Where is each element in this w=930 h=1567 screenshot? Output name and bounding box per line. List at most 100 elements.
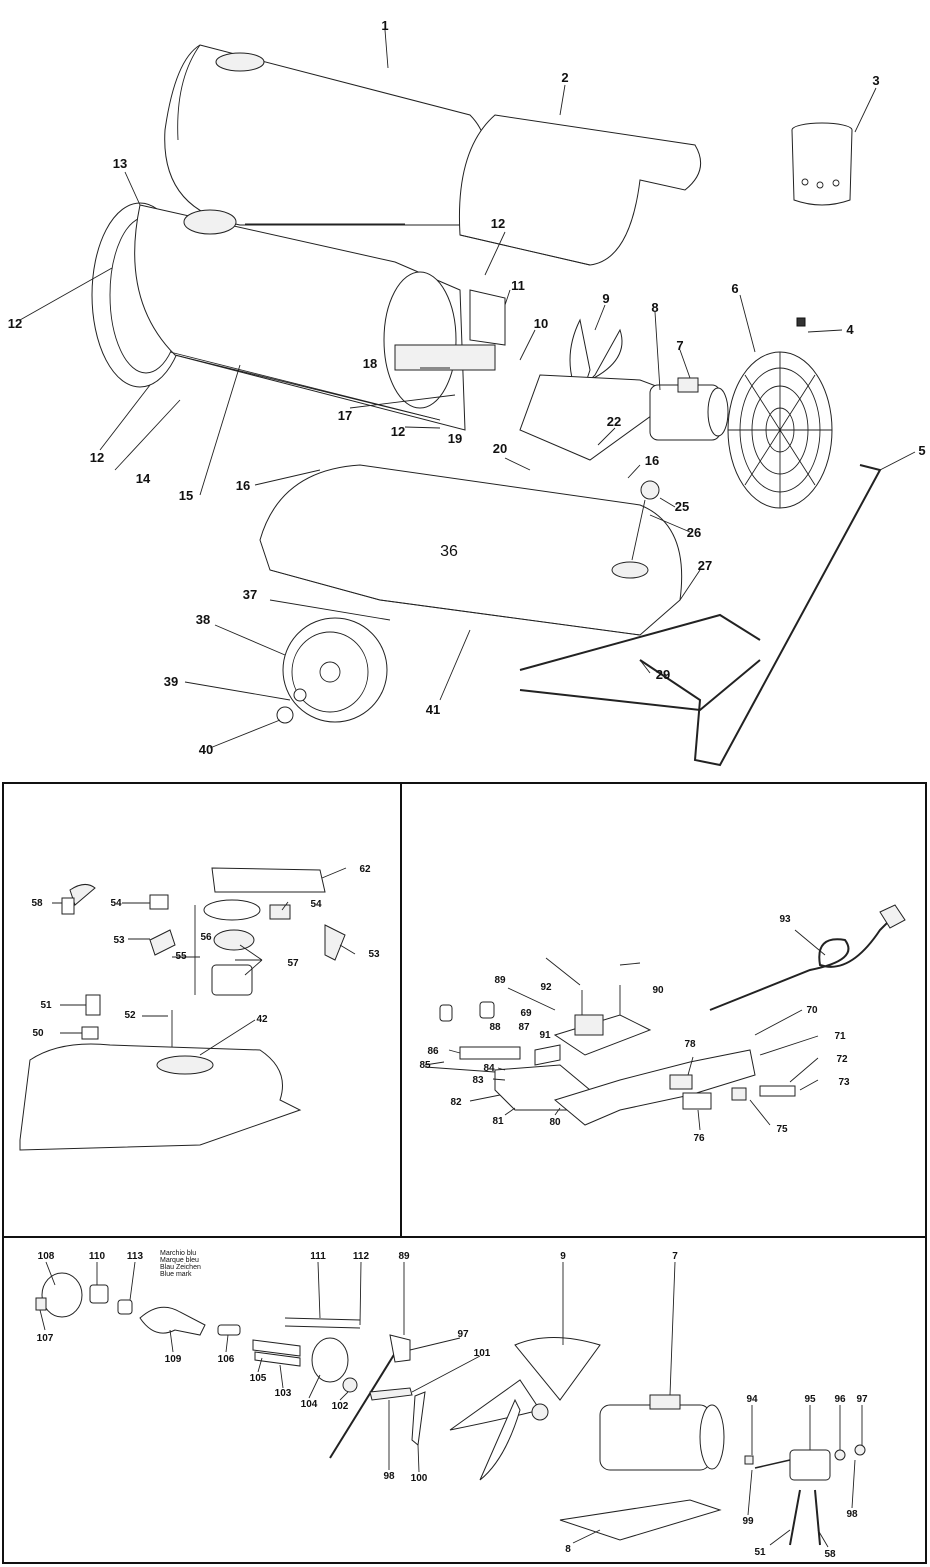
callout-26: 26 (687, 525, 701, 540)
callout-96: 96 (834, 1394, 846, 1405)
callout-97: 97 (457, 1329, 469, 1340)
callout-86: 86 (427, 1046, 439, 1057)
washer-part (293, 688, 307, 702)
burner-tube-part (383, 271, 496, 409)
callout-27: 27 (698, 558, 712, 573)
callout-81: 81 (492, 1116, 504, 1127)
callout-12: 12 (391, 424, 405, 439)
callout-58: 58 (31, 898, 43, 909)
callout-41: 41 (426, 702, 440, 717)
callout-101: 101 (474, 1348, 491, 1359)
callout-9: 9 (560, 1251, 566, 1262)
callout-98: 98 (383, 1471, 395, 1482)
frame-tube-part (519, 613, 761, 712)
fuel-gauge-part (631, 480, 660, 561)
callout-102: 102 (332, 1401, 349, 1412)
callout-56: 56 (200, 932, 212, 943)
callout-108: 108 (38, 1251, 55, 1262)
callout-109: 109 (165, 1354, 182, 1365)
handle-part (639, 464, 882, 767)
callout-19: 19 (448, 431, 462, 446)
callout-14: 14 (136, 471, 151, 486)
electric-detail-panel: 93 89 92 90 69 88 87 91 70 71 86 84 85 8… (419, 904, 906, 1144)
callout-10: 10 (534, 316, 548, 331)
callout-6: 6 (731, 281, 738, 296)
callout-97: 97 (856, 1394, 868, 1405)
callout-38: 38 (196, 612, 210, 627)
callout-50: 50 (32, 1028, 44, 1039)
callout-110: 110 (89, 1251, 106, 1262)
fuel-tank-part (259, 464, 683, 636)
callout-2: 2 (561, 70, 568, 85)
callout-107: 107 (37, 1333, 54, 1344)
callout-93: 93 (779, 914, 791, 925)
callout-12: 12 (491, 216, 505, 231)
callout-58: 58 (824, 1549, 836, 1560)
callout-62: 62 (359, 864, 371, 875)
callout-8: 8 (565, 1544, 571, 1555)
fan-guard-part (727, 351, 833, 509)
callout-99: 99 (742, 1516, 754, 1527)
callout-12: 12 (90, 450, 104, 465)
callout-3: 3 (872, 73, 879, 88)
callout-78: 78 (684, 1039, 696, 1050)
callout-112: 112 (353, 1251, 370, 1262)
callout-103: 103 (275, 1388, 292, 1399)
callout-12: 12 (8, 316, 22, 331)
callout-106: 106 (218, 1354, 235, 1365)
burner-detail-panel: 108 110 113 Marchio blu Marque bleu Blau… (35, 1250, 868, 1560)
blue-mark-note-fr: Marque bleu (160, 1257, 199, 1264)
callout-1: 1 (381, 18, 388, 33)
callout-89: 89 (398, 1251, 410, 1262)
callout-51: 51 (40, 1000, 52, 1011)
callout-70: 70 (806, 1005, 818, 1016)
callout-16: 16 (236, 478, 250, 493)
blue-mark-note-de: Blau Zeichen (160, 1264, 201, 1271)
callout-29: 29 (656, 667, 670, 682)
screw-part (796, 317, 806, 327)
callout-83: 83 (472, 1075, 484, 1086)
callout-51: 51 (754, 1547, 766, 1558)
callout-53: 53 (113, 935, 125, 946)
callout-40: 40 (199, 742, 213, 757)
callout-9: 9 (602, 291, 609, 306)
callout-80: 80 (549, 1117, 561, 1128)
callout-92: 92 (540, 982, 552, 993)
callout-36: 36 (440, 543, 458, 560)
callout-22: 22 (607, 414, 621, 429)
callout-82: 82 (450, 1097, 462, 1108)
callout-85: 85 (419, 1060, 431, 1071)
bracket-part (469, 289, 506, 346)
exhaust-sleeve-part (791, 122, 853, 206)
callout-75: 75 (776, 1124, 788, 1135)
motor-part (649, 377, 729, 441)
tank-detail-panel: 62 58 54 54 53 53 56 55 57 51 52 42 50 (19, 864, 380, 1151)
callout-91: 91 (539, 1030, 551, 1041)
callout-73: 73 (838, 1077, 850, 1088)
callout-8: 8 (651, 300, 658, 315)
cap-part (276, 706, 294, 724)
main-assembly: 1 2 3 13 12 12 12 14 15 16 18 17 12 11 1… (8, 18, 926, 767)
callout-95: 95 (804, 1394, 816, 1405)
callout-53: 53 (368, 949, 380, 960)
callout-69: 69 (520, 1008, 532, 1019)
callout-111: 111 (310, 1251, 326, 1262)
lower-frame (2, 782, 927, 1564)
callout-88: 88 (489, 1022, 501, 1033)
motor-plate-part (519, 374, 682, 461)
callout-13: 13 (113, 156, 127, 171)
callout-76: 76 (693, 1133, 705, 1144)
callout-5: 5 (918, 443, 925, 458)
blue-mark-note-en: Blue mark (160, 1271, 192, 1278)
callout-98: 98 (846, 1509, 858, 1520)
callout-94: 94 (746, 1394, 758, 1405)
callout-39: 39 (164, 674, 178, 689)
callout-37: 37 (243, 587, 257, 602)
blue-mark-note-it: Marchio blu (160, 1250, 196, 1257)
callout-20: 20 (493, 441, 507, 456)
callout-11: 11 (511, 278, 525, 293)
callout-16: 16 (645, 453, 659, 468)
callout-90: 90 (652, 985, 664, 996)
callout-71: 71 (834, 1031, 846, 1042)
rear-cover-part (458, 114, 702, 266)
